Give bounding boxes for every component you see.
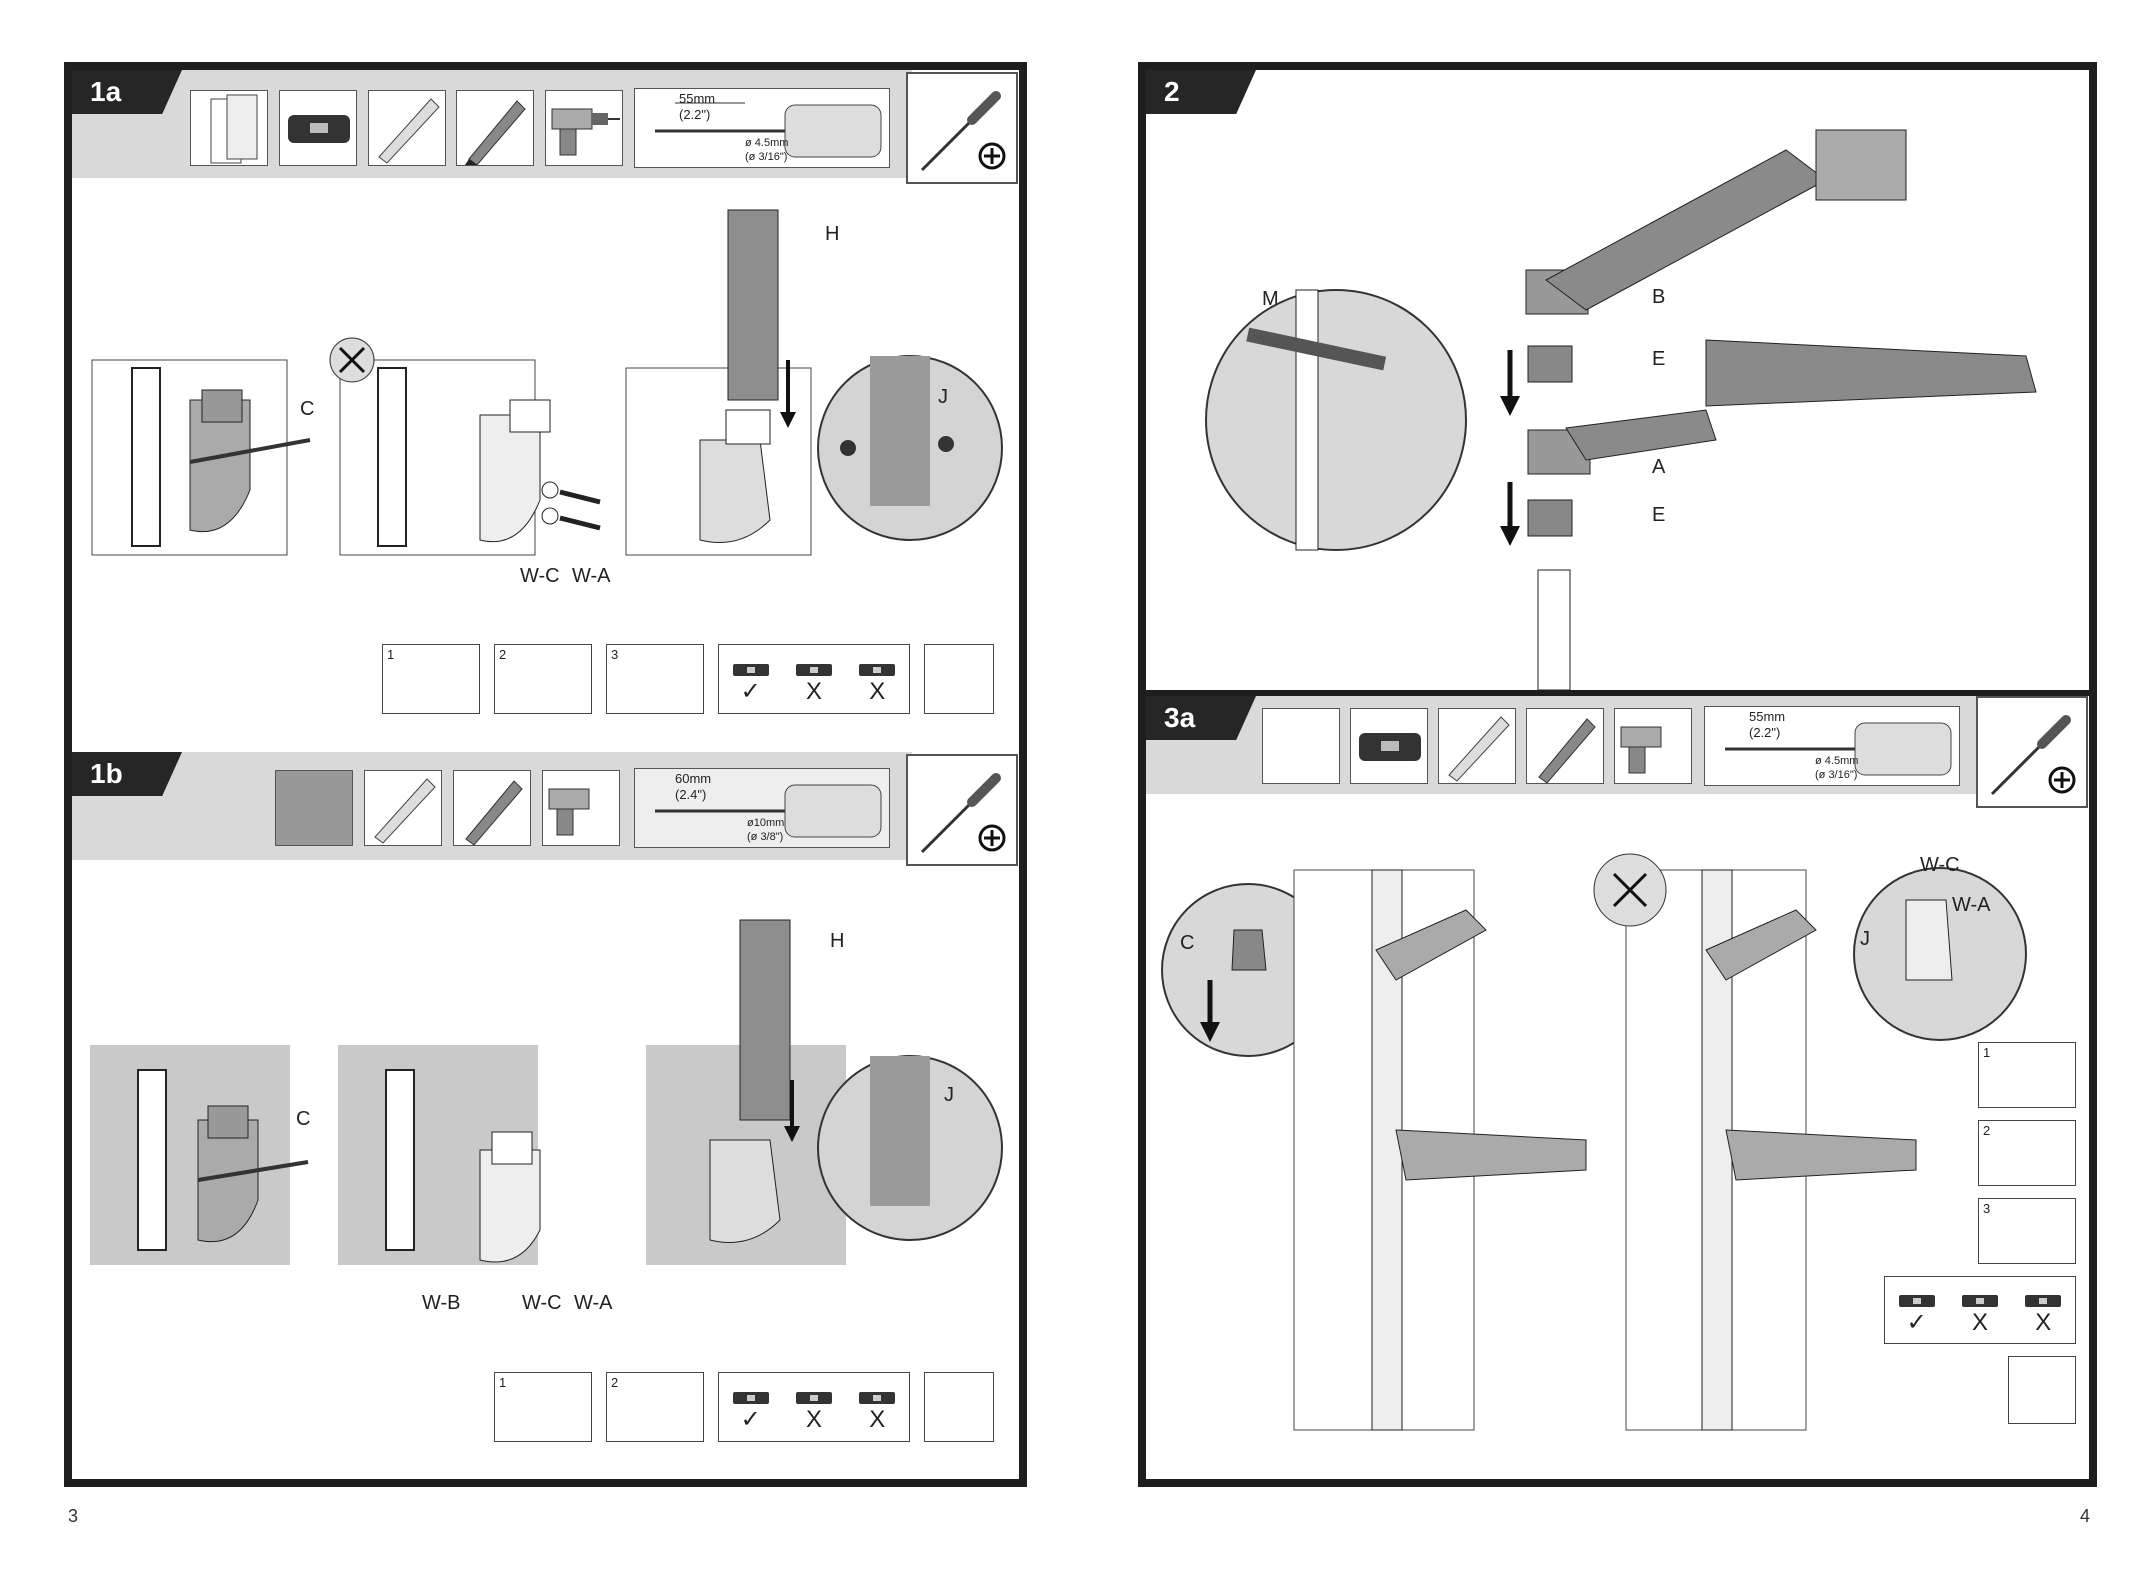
screwdriver-box-1b <box>906 754 1018 866</box>
drill-length-mm: 55mm <box>679 91 715 106</box>
step-1b-illustration <box>80 900 1010 1300</box>
drill-dia-in: (ø 3/8") <box>747 831 783 843</box>
label-2-A: A <box>1652 456 1665 479</box>
mini-step-2: 2 <box>606 1372 704 1442</box>
drill-spec-wood-3a: 55mm (2.2") ø 4.5mm (ø 3/16") <box>1704 706 1960 786</box>
label-1a-WA: W-A <box>572 565 611 588</box>
drill-icon <box>1614 708 1692 784</box>
mini-step-3: 3 <box>1978 1198 2076 1264</box>
level-bad-2: X <box>2025 1295 2061 1335</box>
step-1a-mini-strip: 1 2 3 ✓ X X <box>382 644 994 714</box>
drill-dia-mm: ø10mm <box>747 817 784 829</box>
label-1b-WC: W-C <box>522 1292 562 1315</box>
drill-spec-concrete-1b: 60mm (2.4") ø10mm (ø 3/8") <box>634 768 890 848</box>
drill-dia-in: (ø 3/16") <box>1815 769 1857 781</box>
ruler-icon <box>364 770 442 846</box>
concrete-wall-icon <box>275 770 353 846</box>
drill-length-in: (2.4") <box>675 787 706 802</box>
pencil-icon <box>456 90 534 166</box>
label-1b-WB: W-B <box>422 1292 461 1315</box>
label-1a-WC: W-C <box>520 565 560 588</box>
stud-finder-icon <box>190 90 268 166</box>
mini-step-2: 2 <box>1978 1120 2076 1186</box>
label-2-B: B <box>1652 286 1665 309</box>
label-2-E-upper: E <box>1652 348 1665 371</box>
level-check-box: ✓ X X <box>718 644 910 714</box>
level-ok: ✓ <box>1899 1295 1935 1335</box>
stud-finder-icon <box>1262 708 1340 784</box>
step-1a-illustration <box>80 200 1010 600</box>
pencil-icon <box>1526 708 1604 784</box>
drill-screwdriver-mini-icon <box>2008 1356 2076 1424</box>
ruler-icon <box>1438 708 1516 784</box>
level-bad-1: X <box>1962 1295 1998 1335</box>
level-bad-2: X <box>859 664 895 704</box>
mini-step-1: 1 <box>1978 1042 2076 1108</box>
label-3a-J: J <box>1860 928 1870 951</box>
page-number-right: 4 <box>2080 1506 2090 1527</box>
level-icon <box>1350 708 1428 784</box>
step-2-illustration <box>1146 110 2086 690</box>
mini-step-3: 3 <box>606 644 704 714</box>
label-1b-H: H <box>830 930 844 953</box>
level-ok: ✓ <box>733 1392 769 1432</box>
level-check-box: ✓ X X <box>718 1372 910 1442</box>
drill-dia-mm: ø 4.5mm <box>1815 755 1858 767</box>
drill-length-mm: 60mm <box>675 771 711 786</box>
drill-screwdriver-mini-icon <box>924 644 994 714</box>
ruler-icon <box>368 90 446 166</box>
drill-icon <box>542 770 620 846</box>
label-1b-WA: W-A <box>574 1292 613 1315</box>
level-bad-2: X <box>859 1392 895 1432</box>
label-1a-C: C <box>300 398 314 421</box>
drill-length-in: (2.2") <box>1749 725 1780 740</box>
label-3a-WC: W-C <box>1920 854 1960 877</box>
label-1b-C: C <box>296 1108 310 1131</box>
label-1a-J: J <box>938 386 948 409</box>
label-2-E-lower: E <box>1652 504 1665 527</box>
drill-dia-mm: ø 4.5mm <box>745 137 788 149</box>
level-ok: ✓ <box>733 664 769 704</box>
drill-icon <box>545 90 623 166</box>
label-3a-WA: W-A <box>1952 894 1991 917</box>
pencil-icon <box>453 770 531 846</box>
label-3a-C: C <box>1180 932 1194 955</box>
page-number-left: 3 <box>68 1506 78 1527</box>
drill-dia-in: (ø 3/16") <box>745 151 787 163</box>
screwdriver-box-1a <box>906 72 1018 184</box>
mini-step-1: 1 <box>382 644 480 714</box>
screwdriver-box-3a <box>1976 696 2088 808</box>
drill-spec-wood-1a: 55mm (2.2") ø 4.5mm (ø 3/16") <box>634 88 890 168</box>
level-check-box: ✓ X X <box>1884 1276 2076 1344</box>
level-icon <box>279 90 357 166</box>
drill-length-mm: 55mm <box>1749 709 1785 724</box>
level-bad-1: X <box>796 1392 832 1432</box>
step-1b-mini-strip: 1 2 ✓ X X <box>494 1372 994 1442</box>
drill-screwdriver-mini-icon <box>924 1372 994 1442</box>
label-2-M: M <box>1262 288 1279 311</box>
drill-length-in: (2.2") <box>679 107 710 122</box>
label-1a-H: H <box>825 223 839 246</box>
level-bad-1: X <box>796 664 832 704</box>
label-1b-J: J <box>944 1084 954 1107</box>
mini-step-2: 2 <box>494 644 592 714</box>
mini-step-1: 1 <box>494 1372 592 1442</box>
